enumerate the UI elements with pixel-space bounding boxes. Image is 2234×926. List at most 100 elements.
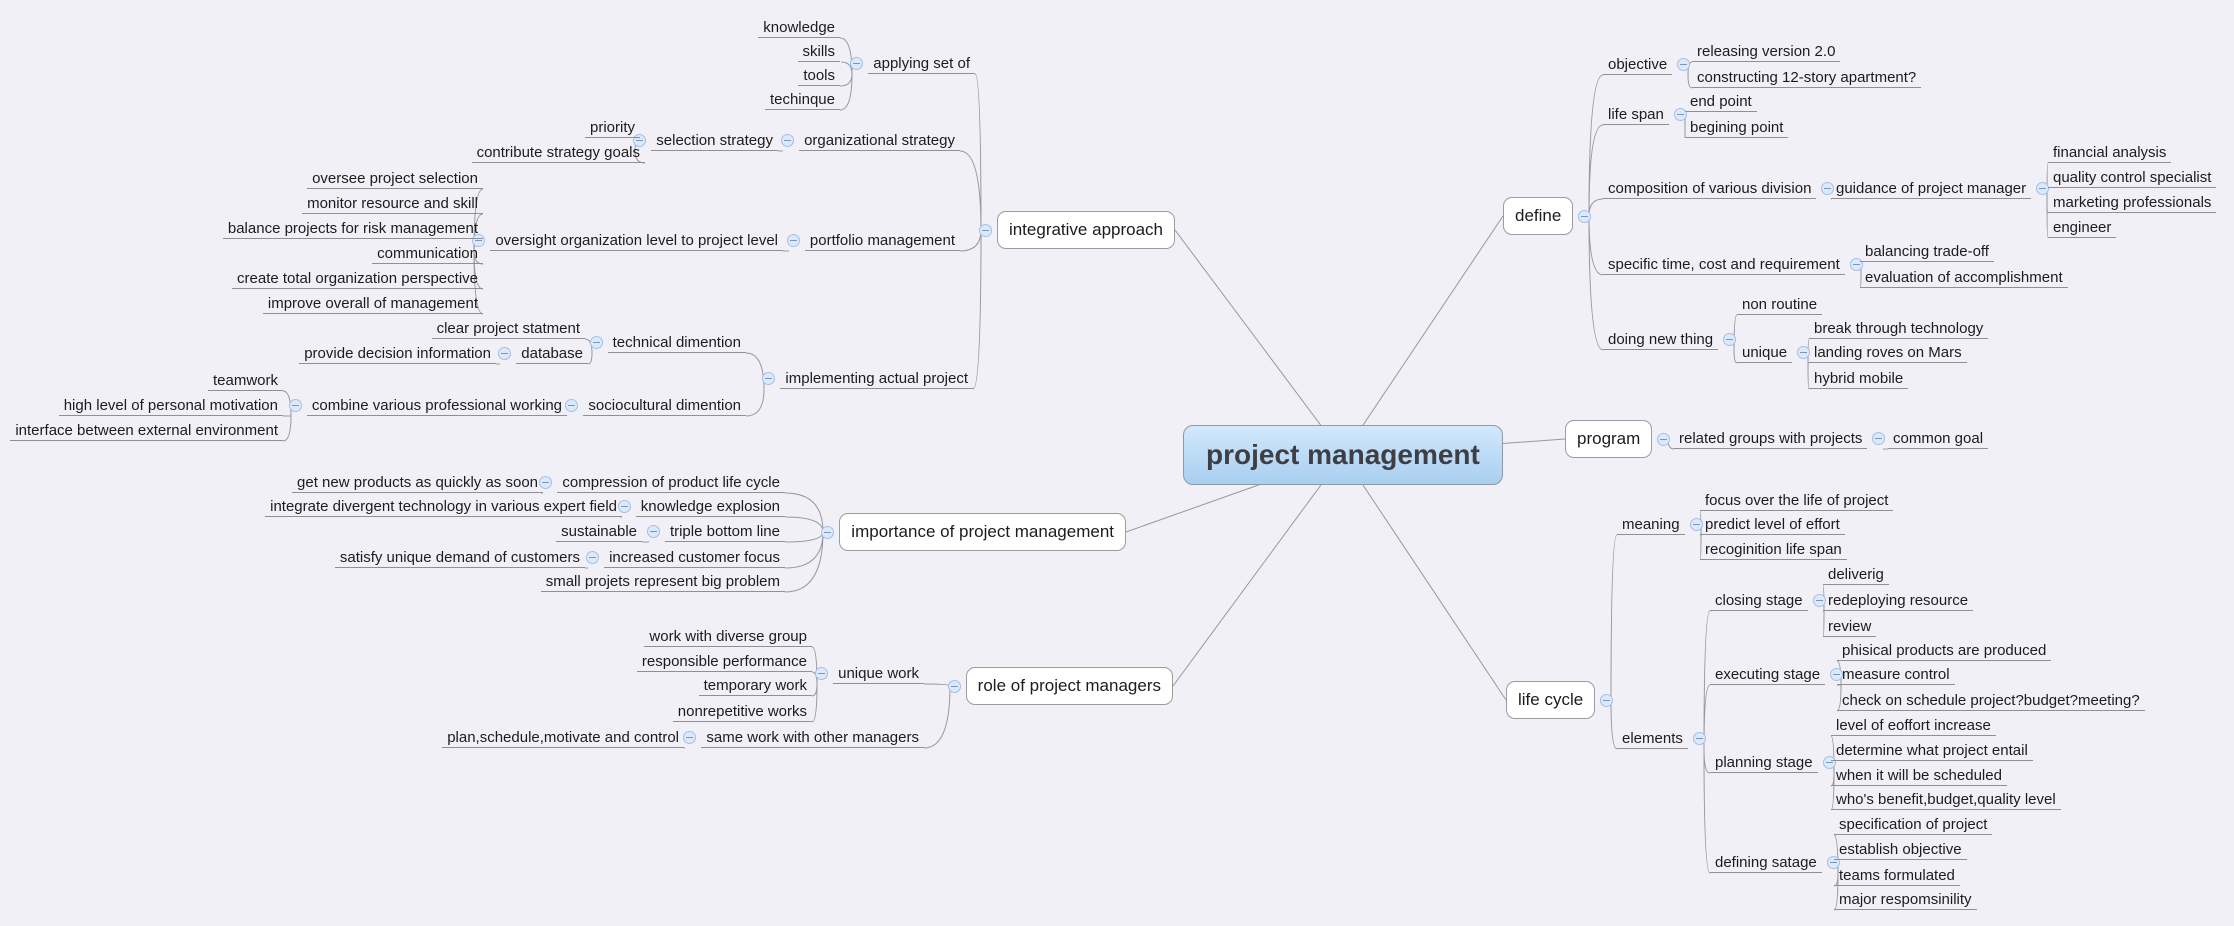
node-balance-projects-risk[interactable]: balance projects for risk management xyxy=(222,217,483,239)
collapse-icon[interactable] xyxy=(781,133,795,147)
node-high-level-of-personal-motivation[interactable]: high level of personal motivation xyxy=(58,394,283,416)
collapse-icon[interactable] xyxy=(1600,693,1614,707)
collapse-icon[interactable] xyxy=(821,525,835,539)
collapse-icon[interactable] xyxy=(586,550,600,564)
collapse-icon[interactable] xyxy=(589,335,603,349)
collapse-icon[interactable] xyxy=(1692,731,1706,745)
collapse-icon[interactable] xyxy=(683,730,697,744)
collapse-icon[interactable] xyxy=(1673,107,1687,121)
node-financial-analysis[interactable]: financial analysis xyxy=(2048,141,2172,163)
node-teamwork[interactable]: teamwork xyxy=(207,369,283,391)
node-marketing-professionals[interactable]: marketing professionals xyxy=(2048,191,2217,213)
node-contribute-strategy-goals[interactable]: contribute strategy goals xyxy=(471,141,645,163)
node-clear-project-statment[interactable]: clear project statment xyxy=(431,317,585,339)
node-implementing-actual-project[interactable]: implementing actual project xyxy=(757,367,973,389)
node-sociocultural-dimention[interactable]: sociocultural dimention xyxy=(560,394,746,416)
node-hybrid-mobile[interactable]: hybrid mobile xyxy=(1809,367,1909,389)
node-composition-of-various-division[interactable]: composition of various division xyxy=(1603,177,1839,199)
node-meaning[interactable]: meaning xyxy=(1617,513,1708,535)
node-establish-objective[interactable]: establish objective xyxy=(1834,838,1967,860)
node-recoginition-life-span[interactable]: recoginition life span xyxy=(1700,538,1847,560)
node-predict-level-of-effort[interactable]: predict level of effort xyxy=(1700,513,1845,535)
node-planning-stage[interactable]: planning stage xyxy=(1710,751,1841,773)
node-doing-new-thing[interactable]: doing new thing xyxy=(1603,328,1741,350)
node-break-through-technology[interactable]: break through technology xyxy=(1809,317,1989,339)
collapse-icon[interactable] xyxy=(1797,345,1811,359)
node-related-groups-with-projects[interactable]: related groups with projects xyxy=(1674,427,1890,449)
node-satisfy-unique-demand[interactable]: satisfy unique demand of customers xyxy=(334,546,585,568)
collapse-icon[interactable] xyxy=(1822,755,1836,769)
node-end-point[interactable]: end point xyxy=(1685,90,1757,112)
node-applying-set-of[interactable]: applying set of xyxy=(845,52,975,74)
collapse-icon[interactable] xyxy=(1677,57,1691,71)
collapse-icon[interactable] xyxy=(1657,432,1671,446)
node-constructing-12-story-apartment[interactable]: constructing 12-story apartment? xyxy=(1692,66,1922,88)
node-specific-time-cost-and-requirement[interactable]: specific time, cost and requirement xyxy=(1603,253,1868,275)
node-knowledge[interactable]: knowledge xyxy=(758,16,840,38)
node-closing-stage[interactable]: closing stage xyxy=(1710,589,1831,611)
node-life-cycle[interactable]: life cycle xyxy=(1506,681,1618,719)
node-measure-control[interactable]: measure control xyxy=(1837,663,1955,685)
node-phisical-products-are-produced[interactable]: phisical products are produced xyxy=(1837,639,2052,661)
collapse-icon[interactable] xyxy=(1826,855,1840,869)
node-teams-formulated[interactable]: teams formulated xyxy=(1834,864,1960,886)
collapse-icon[interactable] xyxy=(762,371,776,385)
node-sustainable[interactable]: sustainable xyxy=(556,520,642,542)
node-monitor-resource-and-skill[interactable]: monitor resource and skill xyxy=(302,192,483,214)
collapse-icon[interactable] xyxy=(815,666,829,680)
node-deliverig[interactable]: deliverig xyxy=(1823,563,1889,585)
node-communication[interactable]: communication xyxy=(372,242,483,264)
node-small-projets-represent-big-problem[interactable]: small projets represent big problem xyxy=(540,570,785,592)
collapse-icon[interactable] xyxy=(1689,517,1703,531)
collapse-icon[interactable] xyxy=(1872,431,1886,445)
node-combine-various-professional-working[interactable]: combine various professional working xyxy=(284,394,567,416)
node-organizational-strategy[interactable]: organizational strategy xyxy=(776,129,960,151)
node-focus-over-the-life-of-project[interactable]: focus over the life of project xyxy=(1700,489,1894,511)
collapse-icon[interactable] xyxy=(786,233,800,247)
node-same-work-with-other-managers[interactable]: same work with other managers xyxy=(678,726,924,748)
collapse-icon[interactable] xyxy=(617,499,631,513)
node-life-span[interactable]: life span xyxy=(1603,103,1692,125)
node-improve-overall-of-management[interactable]: improve overall of management xyxy=(262,292,483,314)
node-check-on-schedule[interactable]: check on schedule project?budget?meeting… xyxy=(1837,689,2145,711)
node-elements[interactable]: elements xyxy=(1617,727,1711,749)
node-objective[interactable]: objective xyxy=(1603,53,1695,75)
node-knowledge-explosion[interactable]: knowledge explosion xyxy=(613,495,785,517)
node-project-management[interactable]: project management xyxy=(1183,425,1503,485)
node-work-with-diverse-group[interactable]: work with diverse group xyxy=(644,625,812,647)
node-balancing-trade-off[interactable]: balancing trade-off xyxy=(1860,240,1994,262)
node-triple-bottom-line[interactable]: triple bottom line xyxy=(642,520,785,542)
node-specification-of-project[interactable]: specification of project xyxy=(1834,813,1993,835)
collapse-icon[interactable] xyxy=(472,233,486,247)
collapse-icon[interactable] xyxy=(1821,181,1835,195)
collapse-icon[interactable] xyxy=(1578,209,1592,223)
collapse-icon[interactable] xyxy=(1812,593,1826,607)
collapse-icon[interactable] xyxy=(633,133,647,147)
node-common-goal[interactable]: common goal xyxy=(1888,427,1989,449)
node-define[interactable]: define xyxy=(1503,197,1596,235)
node-unique-work[interactable]: unique work xyxy=(810,662,924,684)
node-tools[interactable]: tools xyxy=(798,64,840,86)
node-interface-between-external-environment[interactable]: interface between external environment xyxy=(10,419,283,441)
node-redeploying-resource[interactable]: redeploying resource xyxy=(1823,589,1974,611)
node-technical-dimention[interactable]: technical dimention xyxy=(585,331,746,353)
collapse-icon[interactable] xyxy=(978,223,992,237)
node-selection-strategy[interactable]: selection strategy xyxy=(628,129,778,151)
node-when-it-will-be-scheduled[interactable]: when it will be scheduled xyxy=(1831,764,2007,786)
node-techinque[interactable]: techinque xyxy=(764,88,840,110)
node-database[interactable]: database xyxy=(493,342,588,364)
node-oversee-project-selection[interactable]: oversee project selection xyxy=(307,167,483,189)
collapse-icon[interactable] xyxy=(2036,181,2050,195)
node-portfolio-management[interactable]: portfolio management xyxy=(782,229,960,251)
node-begining-point[interactable]: begining point xyxy=(1685,116,1789,138)
node-evaluation-of-accomplishment[interactable]: evaluation of accomplishment xyxy=(1860,266,2068,288)
node-temporary-work[interactable]: temporary work xyxy=(698,674,812,696)
node-level-of-eoffort-increase[interactable]: level of eoffort increase xyxy=(1831,714,1996,736)
node-guidance-of-project-manager[interactable]: guidance of project manager xyxy=(1831,177,2054,199)
node-importance-of-project-management[interactable]: importance of project management xyxy=(816,513,1126,551)
node-skills[interactable]: skills xyxy=(797,40,840,62)
node-role-of-project-managers[interactable]: role of project managers xyxy=(943,667,1173,705)
node-compression-of-product-life-cycle[interactable]: compression of product life cycle xyxy=(534,471,785,493)
node-releasing-version-2-0[interactable]: releasing version 2.0 xyxy=(1692,40,1841,62)
